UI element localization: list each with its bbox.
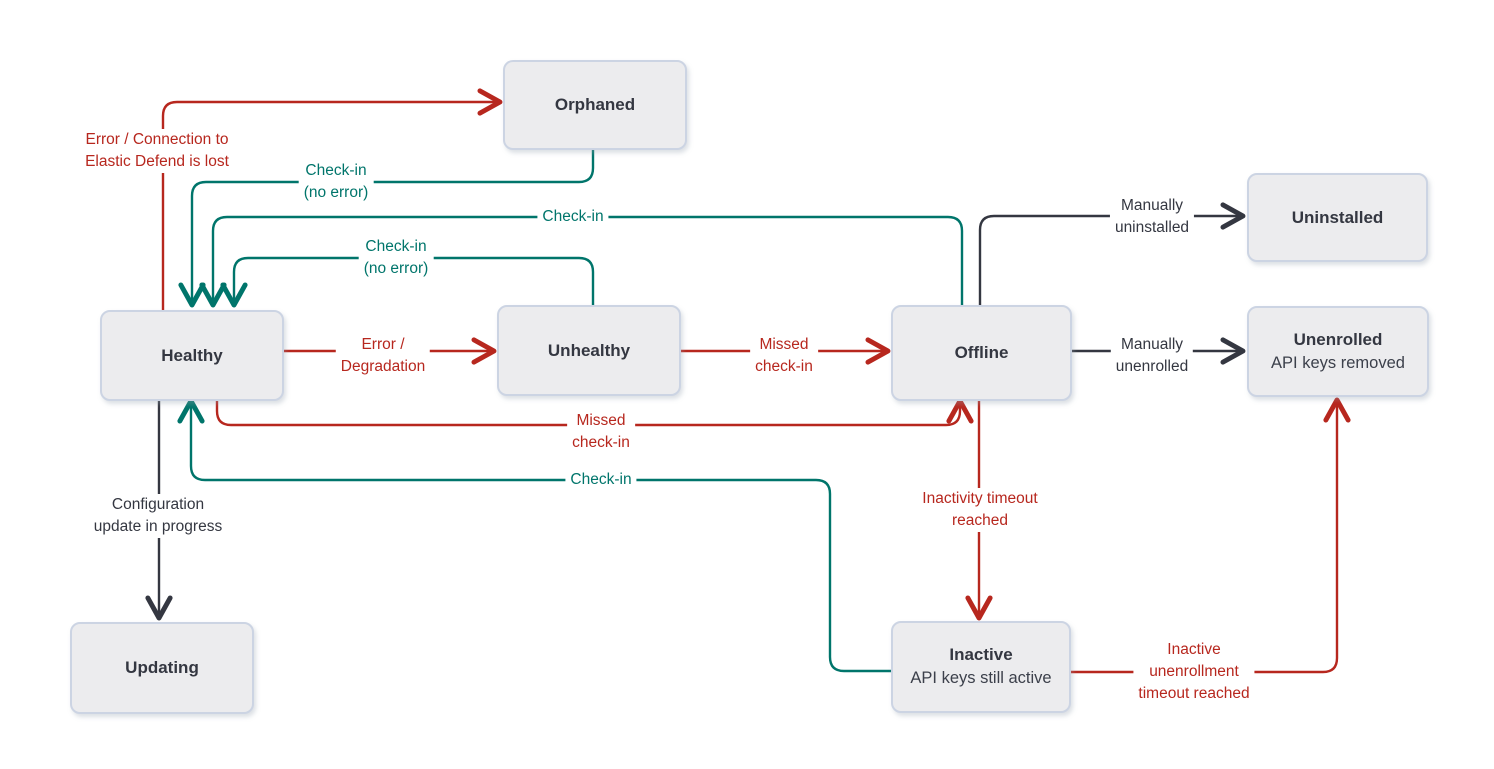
state-title-offline: Offline bbox=[954, 343, 1009, 362]
edge-label-inactivity-timeout: Inactivity timeout reached bbox=[917, 488, 1043, 532]
state-title-unhealthy: Unhealthy bbox=[547, 340, 631, 360]
edge-orphaned-to-healthy bbox=[178, 144, 595, 308]
edge-offline-to-uninstalled bbox=[978, 202, 1246, 307]
state-title-unenrolled: Unenrolled bbox=[1293, 329, 1383, 349]
state-title-healthy: Healthy bbox=[161, 345, 223, 365]
state-node-uninstalled: Uninstalled bbox=[1247, 173, 1428, 262]
state-node-updating: Updating bbox=[70, 622, 254, 714]
edge-label-configuration-update: Configuration update in progress bbox=[88, 494, 228, 538]
edge-label-checkin-no-error-orphaned: Check-in (no error) bbox=[298, 160, 374, 204]
edge-label-missed-checkin-lower: Missed check-in bbox=[567, 410, 635, 454]
state-title-inactive: Inactive bbox=[949, 645, 1013, 664]
edge-label-manually-unenrolled: Manually unenrolled bbox=[1110, 334, 1194, 378]
state-node-orphaned: Orphaned bbox=[503, 60, 687, 150]
state-node-unhealthy: Unhealthy bbox=[497, 305, 681, 396]
edge-healthy-to-orphaned bbox=[161, 88, 503, 312]
state-node-inactive: Inactive API keys still active bbox=[891, 621, 1071, 713]
state-title-uninstalled: Uninstalled bbox=[1291, 207, 1384, 227]
edge-label-missed-checkin-upper: Missed check-in bbox=[750, 334, 818, 378]
edge-label-error-connection-lost: Error / Connection to Elastic Defend is … bbox=[80, 129, 234, 173]
edge-label-checkin-inactive: Check-in bbox=[565, 469, 637, 491]
state-title-updating: Updating bbox=[125, 658, 199, 677]
edge-inactive-to-healthy bbox=[177, 398, 893, 673]
edge-label-checkin-offline: Check-in bbox=[537, 206, 609, 228]
state-subtitle-inactive: API keys still active bbox=[910, 669, 1052, 687]
state-node-healthy: Healthy bbox=[100, 310, 284, 401]
state-subtitle-unenrolled: API keys removed bbox=[1271, 353, 1405, 372]
state-title-orphaned: Orphaned bbox=[554, 95, 636, 114]
edge-label-manually-uninstalled: Manually uninstalled bbox=[1109, 195, 1195, 239]
edge-label-checkin-no-error-unhealthy: Check-in (no error) bbox=[358, 236, 434, 280]
state-node-offline: Offline bbox=[891, 305, 1072, 401]
edge-label-inactive-unenrollment-timeout: Inactive unenrollment timeout reached bbox=[1133, 639, 1255, 705]
edge-inactive-to-unenrolled bbox=[1065, 397, 1351, 674]
edge-label-error-degradation: Error / Degradation bbox=[335, 334, 431, 378]
state-node-unenrolled: Unenrolled API keys removed bbox=[1247, 306, 1429, 397]
